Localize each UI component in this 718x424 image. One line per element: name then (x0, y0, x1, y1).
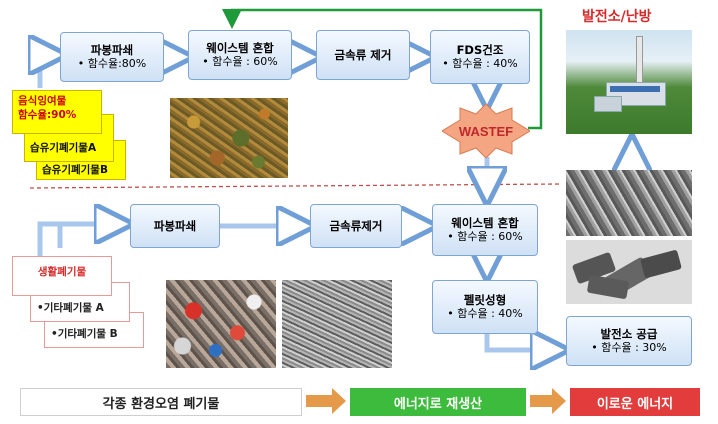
bottom-mix-box: 웨이스템 혼합 • 함수율 : 60% (432, 204, 538, 256)
divider-line (29, 183, 561, 189)
food-waste-main: 음식잉여물 함수율:90% (12, 90, 102, 134)
top-fds-box: FDS건조 • 함수율 : 40% (430, 30, 530, 84)
bottom-supply-title: 발전소 공급 (600, 327, 658, 341)
legend-energy-label: 에너지로 재생산 (393, 396, 483, 412)
briquettes-photo (566, 240, 692, 304)
bottom-mix-sub: • 함수율 : 60% (447, 230, 523, 243)
pellets-photo (566, 170, 692, 236)
bottom-pellet-sub: • 함수율 : 40% (447, 307, 523, 320)
bottom-crush-title: 파봉파쇄 (153, 219, 197, 233)
top-mix-title: 웨이스템 혼합 (206, 41, 274, 55)
shredded-waste-photo (282, 280, 392, 368)
household-waste-main: 생활폐기물 (12, 256, 112, 296)
household-waste-a-label: •기타폐기물 A (37, 302, 104, 314)
bottom-metal-box: 금속류제거 (310, 204, 402, 248)
bottom-mix-title: 웨이스템 혼합 (451, 216, 519, 230)
bottom-arrows (37, 224, 560, 350)
legend-arrows (306, 388, 566, 414)
legend-waste: 각종 환경오염 폐기물 (20, 388, 302, 416)
bottom-supply-box: 발전소 공급 • 함수율 : 30% (566, 316, 692, 366)
wastef-burst: WASTEF (442, 104, 530, 158)
household-waste-b-label: •기타폐기물 B (51, 328, 118, 340)
bottom-supply-sub: • 함수율 : 30% (591, 341, 667, 354)
power-plant-label: 발전소/난방 (582, 9, 652, 25)
top-fds-sub: • 함수율 : 40% (442, 57, 518, 70)
food-waste-a-label: 습유기폐기물A (30, 142, 97, 154)
legend-waste-label: 각종 환경오염 폐기물 (102, 396, 220, 412)
top-metal-box: 금속류 제거 (316, 30, 410, 80)
top-mix-sub: • 함수율 : 60% (202, 55, 278, 68)
legend-beneficial-label: 이로운 에너지 (596, 396, 674, 412)
top-crush-box: 파봉파쇄 • 함수율:80% (60, 32, 164, 82)
return-arrow (222, 8, 543, 130)
legend-energy: 에너지로 재생산 (350, 388, 526, 416)
household-waste-title: 생활폐기물 (37, 266, 87, 278)
top-arrows (40, 55, 632, 196)
top-crush-sub: • 함수율:80% (77, 57, 147, 70)
top-mix-box: 웨이스템 혼합 • 함수율 : 60% (188, 30, 292, 80)
top-crush-title: 파봉파쇄 (90, 43, 134, 57)
wastef-label: WASTEF (459, 124, 513, 139)
food-waste-b-label: 습유기폐기물B (42, 164, 108, 176)
bottom-metal-title: 금속류제거 (329, 219, 383, 233)
food-waste-title: 음식잉여물 (18, 95, 67, 107)
bottom-crush-box: 파봉파쇄 (130, 204, 220, 248)
food-waste-sub: 함수율:90% (18, 109, 77, 121)
bottom-pellet-box: 펠릿성형 • 함수율 : 40% (432, 280, 538, 334)
legend-beneficial: 이로운 에너지 (570, 388, 700, 416)
bottom-pellet-title: 펠릿성형 (463, 293, 507, 307)
power-plant-photo (566, 30, 692, 134)
household-waste-photo (166, 280, 276, 368)
top-metal-title: 금속류 제거 (334, 48, 392, 62)
food-waste-photo (170, 98, 288, 178)
top-fds-title: FDS건조 (456, 43, 504, 57)
